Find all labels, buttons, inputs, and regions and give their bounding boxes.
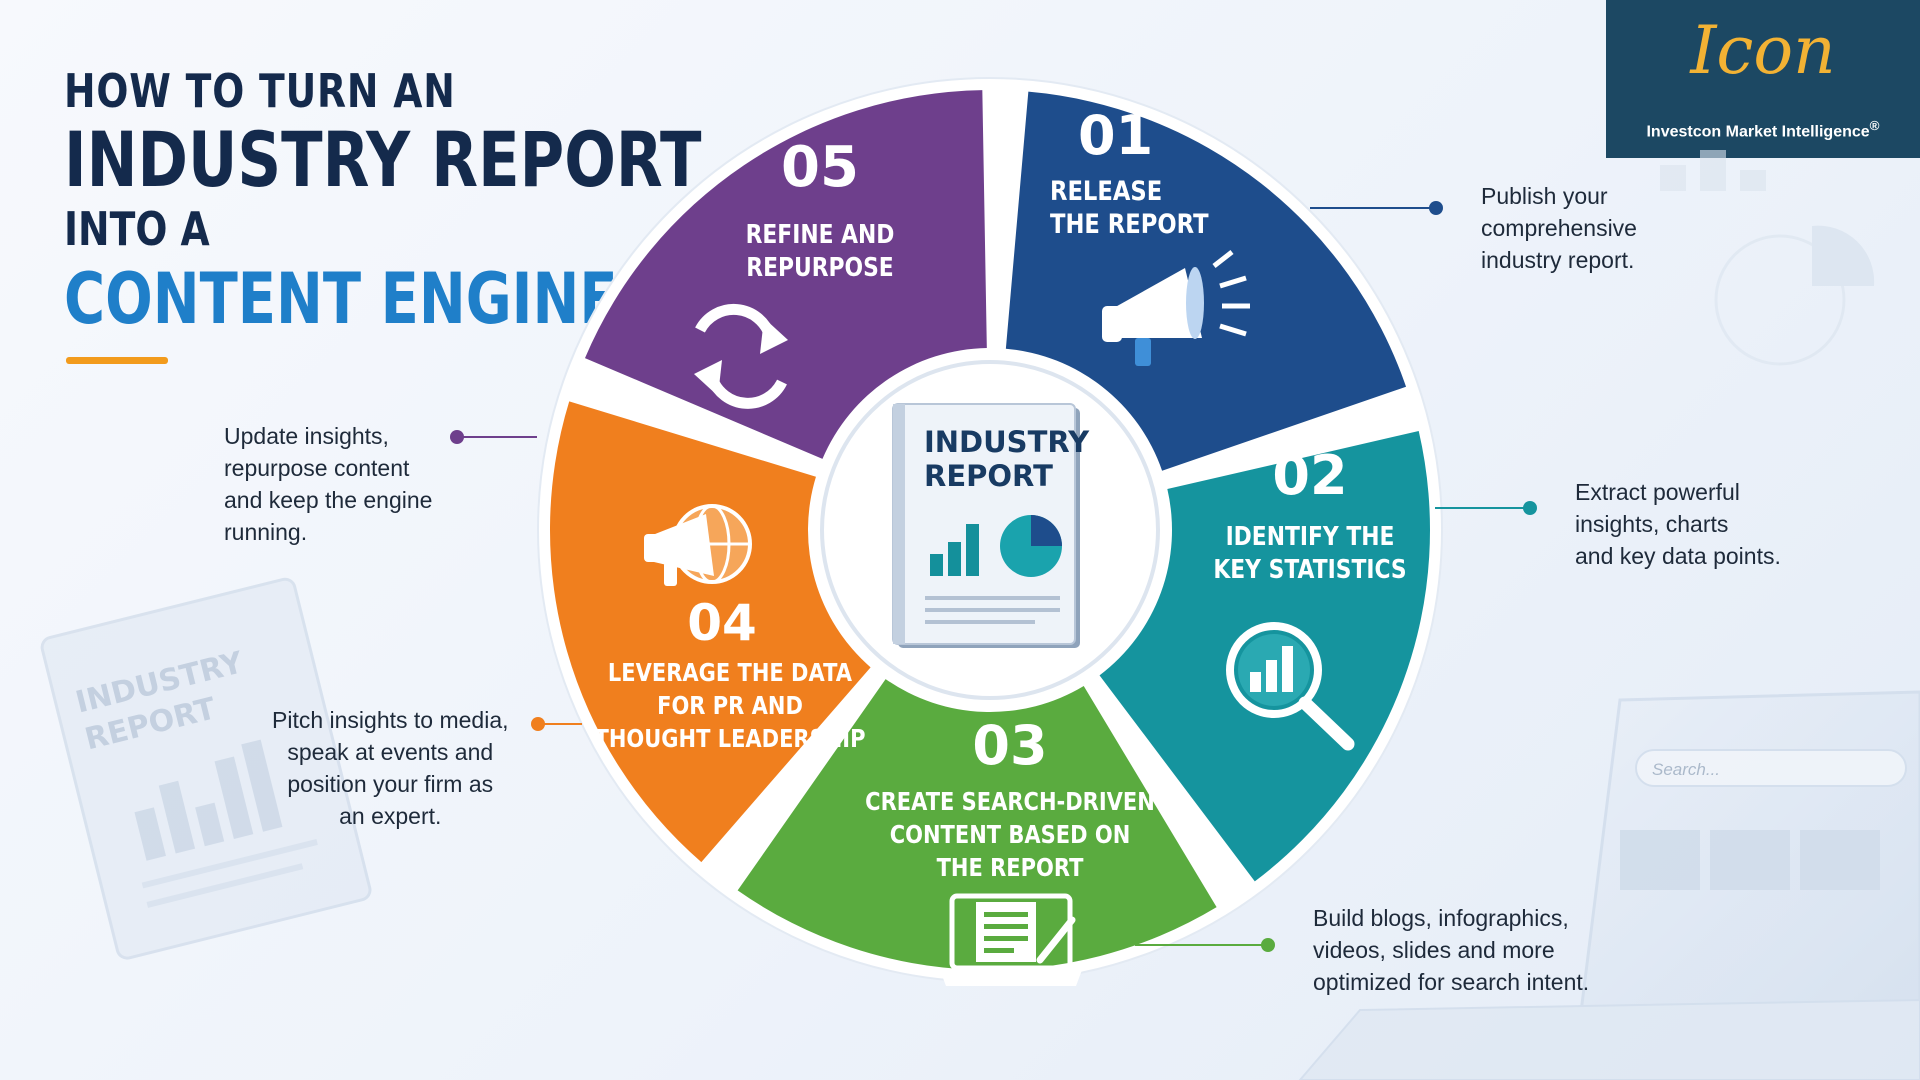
- step-03-number: 03: [972, 714, 1047, 777]
- connector-04: [531, 717, 582, 731]
- page-title: HOW TO TURN AN INDUSTRY REPORT INTO A CO…: [64, 68, 861, 334]
- segment-03: [737, 679, 1217, 970]
- step-04-description: Pitch insights to media, speak at events…: [272, 707, 509, 829]
- title-line-4: CONTENT ENGINE: [64, 258, 618, 340]
- step-04-title-line: THOUGHT LEADERSHIP: [595, 725, 866, 753]
- step-04-number: 04: [687, 594, 757, 652]
- connector-05: [450, 430, 537, 444]
- logo-brand-name: Investcon Market Intelligence®: [1606, 118, 1920, 141]
- megaphone-icon: [1102, 250, 1250, 366]
- segment-04: [550, 401, 871, 863]
- step-01-description: Publish your comprehensive industry repo…: [1481, 183, 1637, 273]
- center-bar-chart-icon: [930, 524, 979, 576]
- title-line-2: INDUSTRY REPORT: [64, 115, 702, 204]
- center-report-title-1: INDUSTRY: [924, 425, 1090, 459]
- segment-01: [1005, 91, 1407, 471]
- background-book-illustration: INDUSTRY REPORT: [40, 577, 372, 960]
- step-05-title-line: REFINE AND: [746, 219, 895, 249]
- step-02-description: Extract powerful insights, charts and ke…: [1575, 479, 1781, 569]
- logo-brand-text: Investcon Market Intelligence: [1646, 123, 1870, 141]
- background-laptop-illustration: Search...: [1298, 150, 1920, 1080]
- step-05-title-line: REPURPOSE: [746, 252, 893, 282]
- background-search-placeholder: Search...: [1652, 760, 1720, 779]
- connector-01: [1310, 201, 1443, 215]
- refresh-cycle-icon: [694, 303, 788, 409]
- logo-script-mark: Icon: [1690, 12, 1836, 89]
- title-line-3: INTO A: [64, 202, 210, 256]
- step-04-title-line: FOR PR AND: [657, 692, 803, 720]
- segment-05: [584, 90, 987, 459]
- step-05-description: Update insights, repurpose content and k…: [224, 423, 433, 545]
- title-underline: [66, 357, 168, 364]
- magnifier-chart-icon: [1226, 622, 1355, 751]
- brand-logo: Icon Investcon Market Intelligence®: [1606, 0, 1920, 158]
- connector-03: [1135, 938, 1275, 952]
- step-03-title-line: CONTENT BASED ON: [890, 821, 1131, 849]
- step-05-number: 05: [781, 135, 859, 200]
- center-pie-chart-icon: [1000, 515, 1062, 577]
- registered-mark: ®: [1869, 118, 1880, 133]
- globe-megaphone-icon: [644, 504, 752, 586]
- step-02-title-line: KEY STATISTICS: [1213, 554, 1406, 584]
- center-report-title-2: REPORT: [924, 459, 1053, 493]
- step-03-title-line: THE REPORT: [937, 854, 1084, 882]
- connector-02: [1435, 501, 1537, 515]
- step-01-title-line: THE REPORT: [1050, 208, 1209, 239]
- step-03-title-line: CREATE SEARCH-DRIVEN: [865, 788, 1155, 816]
- laptop-document-icon: [940, 893, 1082, 986]
- step-01-title-line: RELEASE: [1050, 175, 1162, 206]
- step-02-title-line: IDENTIFY THE: [1226, 521, 1395, 551]
- step-04-title-line: LEVERAGE THE DATA: [608, 659, 852, 687]
- step-03-description: Build blogs, infographics, videos, slide…: [1313, 905, 1590, 995]
- title-line-1: HOW TO TURN AN: [64, 64, 456, 118]
- center-report-document: INDUSTRY REPORT: [892, 403, 1090, 648]
- step-01-number: 01: [1078, 104, 1153, 167]
- step-02-number: 02: [1272, 444, 1347, 507]
